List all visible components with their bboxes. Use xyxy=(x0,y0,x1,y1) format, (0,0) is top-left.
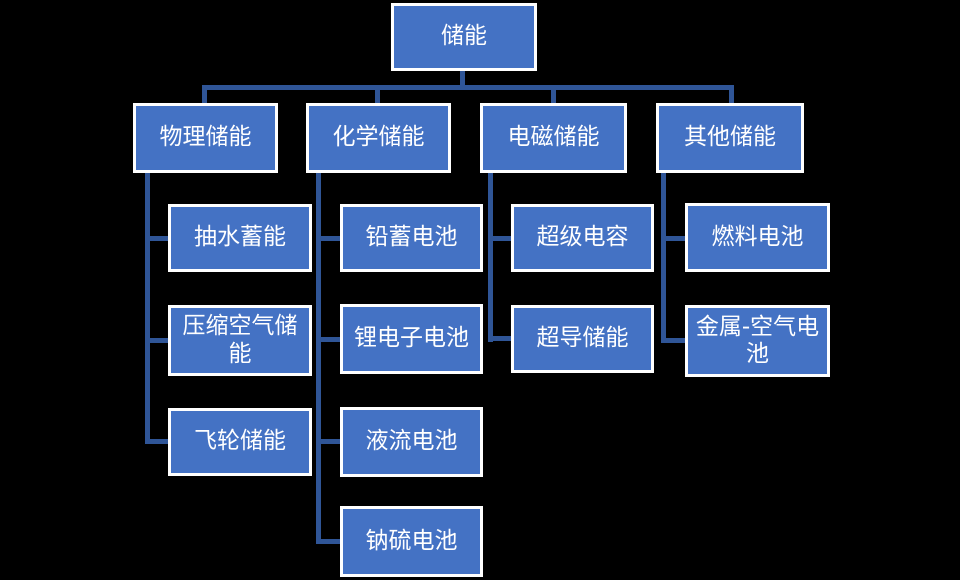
node-flywheel-storage: 飞轮储能 xyxy=(168,408,312,476)
node-lead-acid-battery: 铅蓄电池 xyxy=(340,204,483,272)
node-label: 超级电容 xyxy=(536,224,629,251)
node-fuel-cell: 燃料电池 xyxy=(685,203,830,272)
node-chemical-storage: 化学储能 xyxy=(306,103,451,173)
connector-stub-other xyxy=(729,85,734,103)
connector-stub-sodium-sulfur xyxy=(316,539,341,544)
connector-stub-compressed-air xyxy=(145,338,169,343)
connector-stub-lead-acid xyxy=(316,236,341,241)
node-physical-storage: 物理储能 xyxy=(133,103,278,173)
node-lithium-ion-battery: 锂电子电池 xyxy=(340,304,483,374)
node-label: 金属-空气电池 xyxy=(695,313,820,367)
node-electromagnetic-storage: 电磁储能 xyxy=(480,103,627,173)
node-energy-storage: 储能 xyxy=(391,3,537,71)
node-label: 压缩空气储能 xyxy=(182,313,298,367)
node-label: 物理储能 xyxy=(159,124,252,151)
connector-stub-fuel-cell xyxy=(661,236,686,241)
node-pumped-hydro-storage: 抽水蓄能 xyxy=(168,204,312,272)
node-other-storage: 其他储能 xyxy=(656,103,804,173)
node-flow-battery: 液流电池 xyxy=(340,407,483,477)
connector-stub-metal-air xyxy=(661,338,686,343)
node-label: 锂电子电池 xyxy=(354,325,469,352)
connector-stub-supercapacitor xyxy=(488,236,512,241)
connector-stub-chemical xyxy=(375,85,380,103)
node-label: 储能 xyxy=(441,23,487,50)
connector-stub-electromagnetic xyxy=(551,85,556,103)
connector-level2-bus xyxy=(203,85,734,90)
node-sodium-sulfur-battery: 钠硫电池 xyxy=(340,506,483,577)
node-superconducting-storage: 超导储能 xyxy=(511,305,654,373)
connector-stub-pumped-hydro xyxy=(145,236,169,241)
connector-stub-flow-battery xyxy=(316,439,341,444)
node-label: 化学储能 xyxy=(332,124,425,151)
node-metal-air-battery: 金属-空气电池 xyxy=(685,305,830,377)
node-label: 液流电池 xyxy=(365,428,458,455)
node-label: 铅蓄电池 xyxy=(365,224,458,251)
node-label: 抽水蓄能 xyxy=(194,224,286,251)
connector-column-physical xyxy=(145,172,150,444)
node-label: 超导储能 xyxy=(536,325,629,352)
connector-column-other xyxy=(661,172,666,343)
connector-column-electromagnetic xyxy=(488,172,493,342)
node-compressed-air-storage: 压缩空气储能 xyxy=(168,305,312,376)
node-label: 电磁储能 xyxy=(507,124,600,151)
node-label: 飞轮储能 xyxy=(194,428,286,455)
node-label: 钠硫电池 xyxy=(365,527,458,554)
connector-stub-superconducting xyxy=(488,336,512,341)
connector-root-stub xyxy=(460,71,465,87)
connector-stub-lithium-ion xyxy=(316,337,341,342)
node-label: 其他储能 xyxy=(684,124,776,151)
connector-column-chemical xyxy=(316,172,321,544)
connector-stub-flywheel xyxy=(145,439,169,444)
node-supercapacitor: 超级电容 xyxy=(511,204,654,272)
node-label: 燃料电池 xyxy=(711,223,804,250)
connector-stub-physical xyxy=(202,85,207,103)
